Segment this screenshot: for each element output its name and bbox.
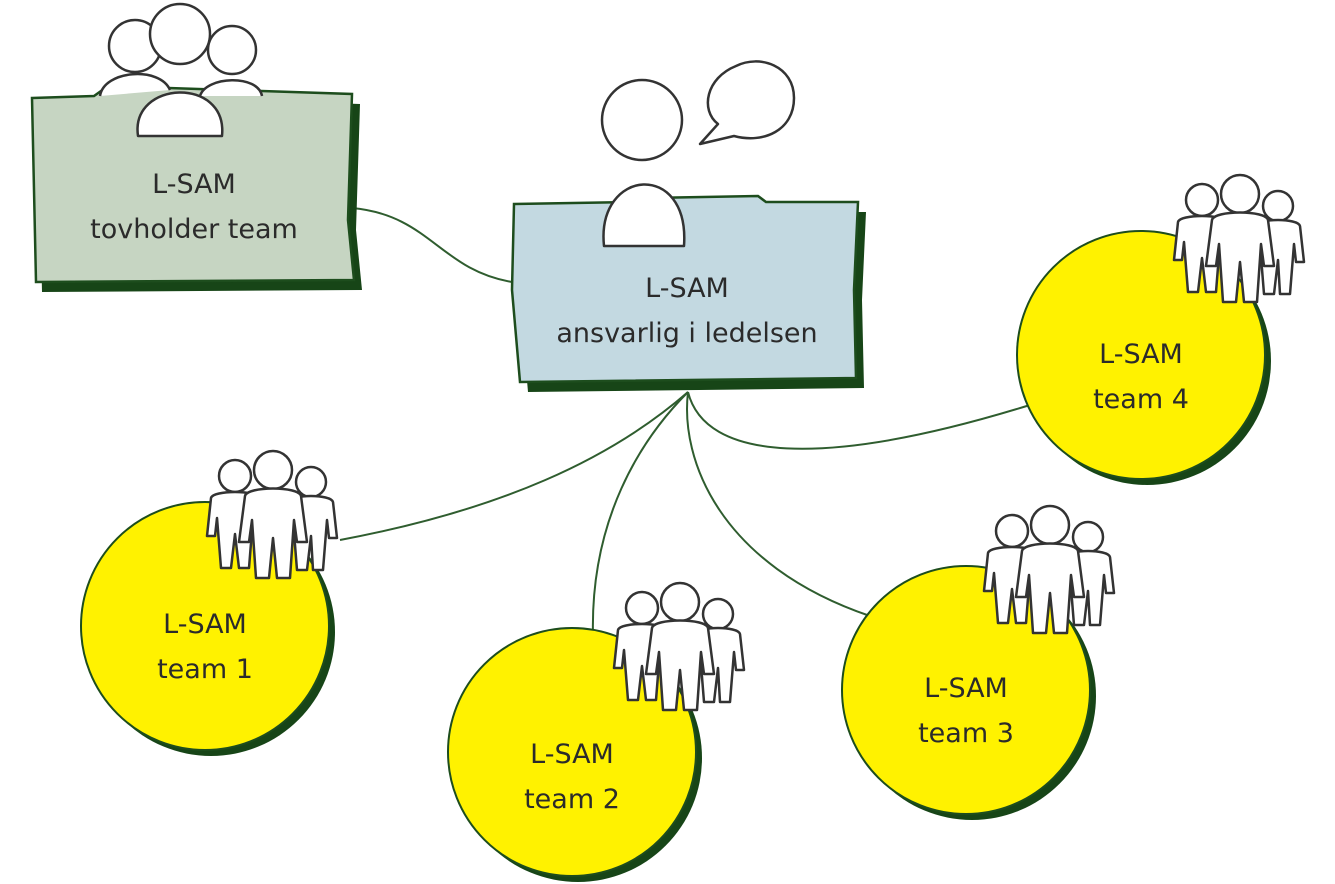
ansvarlig-box (510, 194, 866, 392)
team2-label: L-SAM team 2 (472, 732, 672, 822)
person-icon (600, 78, 686, 248)
people-group-icon (1172, 173, 1306, 304)
team4-circle (1016, 230, 1271, 485)
connector-ansvarlig-team1 (339, 391, 689, 541)
team2-line2: team 2 (524, 784, 620, 815)
team3-line2: team 3 (918, 718, 1014, 749)
connector-ansvarlig-team2 (591, 391, 689, 637)
people-group-icon (98, 2, 264, 138)
ansvarlig-label: L-SAM ansvarlig i ledelsen (514, 266, 860, 356)
team1-line1: L-SAM (163, 609, 247, 640)
connector-ansvarlig-team3 (686, 391, 871, 617)
connector-tovholder-ansvarlig (351, 207, 513, 283)
team4-line2: team 4 (1093, 384, 1189, 415)
team4-line1: L-SAM (1099, 339, 1183, 370)
people-group-icon (612, 581, 746, 712)
people-group-icon (205, 449, 339, 580)
team1-line2: team 1 (157, 654, 253, 685)
team1-label: L-SAM team 1 (105, 602, 305, 692)
people-group-icon (982, 504, 1116, 635)
speech-bubble-icon (698, 60, 796, 146)
team4-label: L-SAM team 4 (1041, 332, 1241, 422)
tovholder-line2: tovholder team (90, 214, 298, 245)
ansvarlig-line1: L-SAM (645, 273, 729, 304)
tovholder-line1: L-SAM (152, 169, 236, 200)
team2-line1: L-SAM (530, 739, 614, 770)
tovholder-team-label: L-SAM tovholder team (36, 162, 352, 252)
team3-label: L-SAM team 3 (866, 666, 1066, 756)
connectors (339, 207, 1031, 637)
tovholder-team-box (30, 84, 362, 292)
connector-ansvarlig-team4 (687, 391, 1031, 450)
ansvarlig-line2: ansvarlig i ledelsen (556, 318, 818, 349)
team3-line1: L-SAM (924, 673, 1008, 704)
